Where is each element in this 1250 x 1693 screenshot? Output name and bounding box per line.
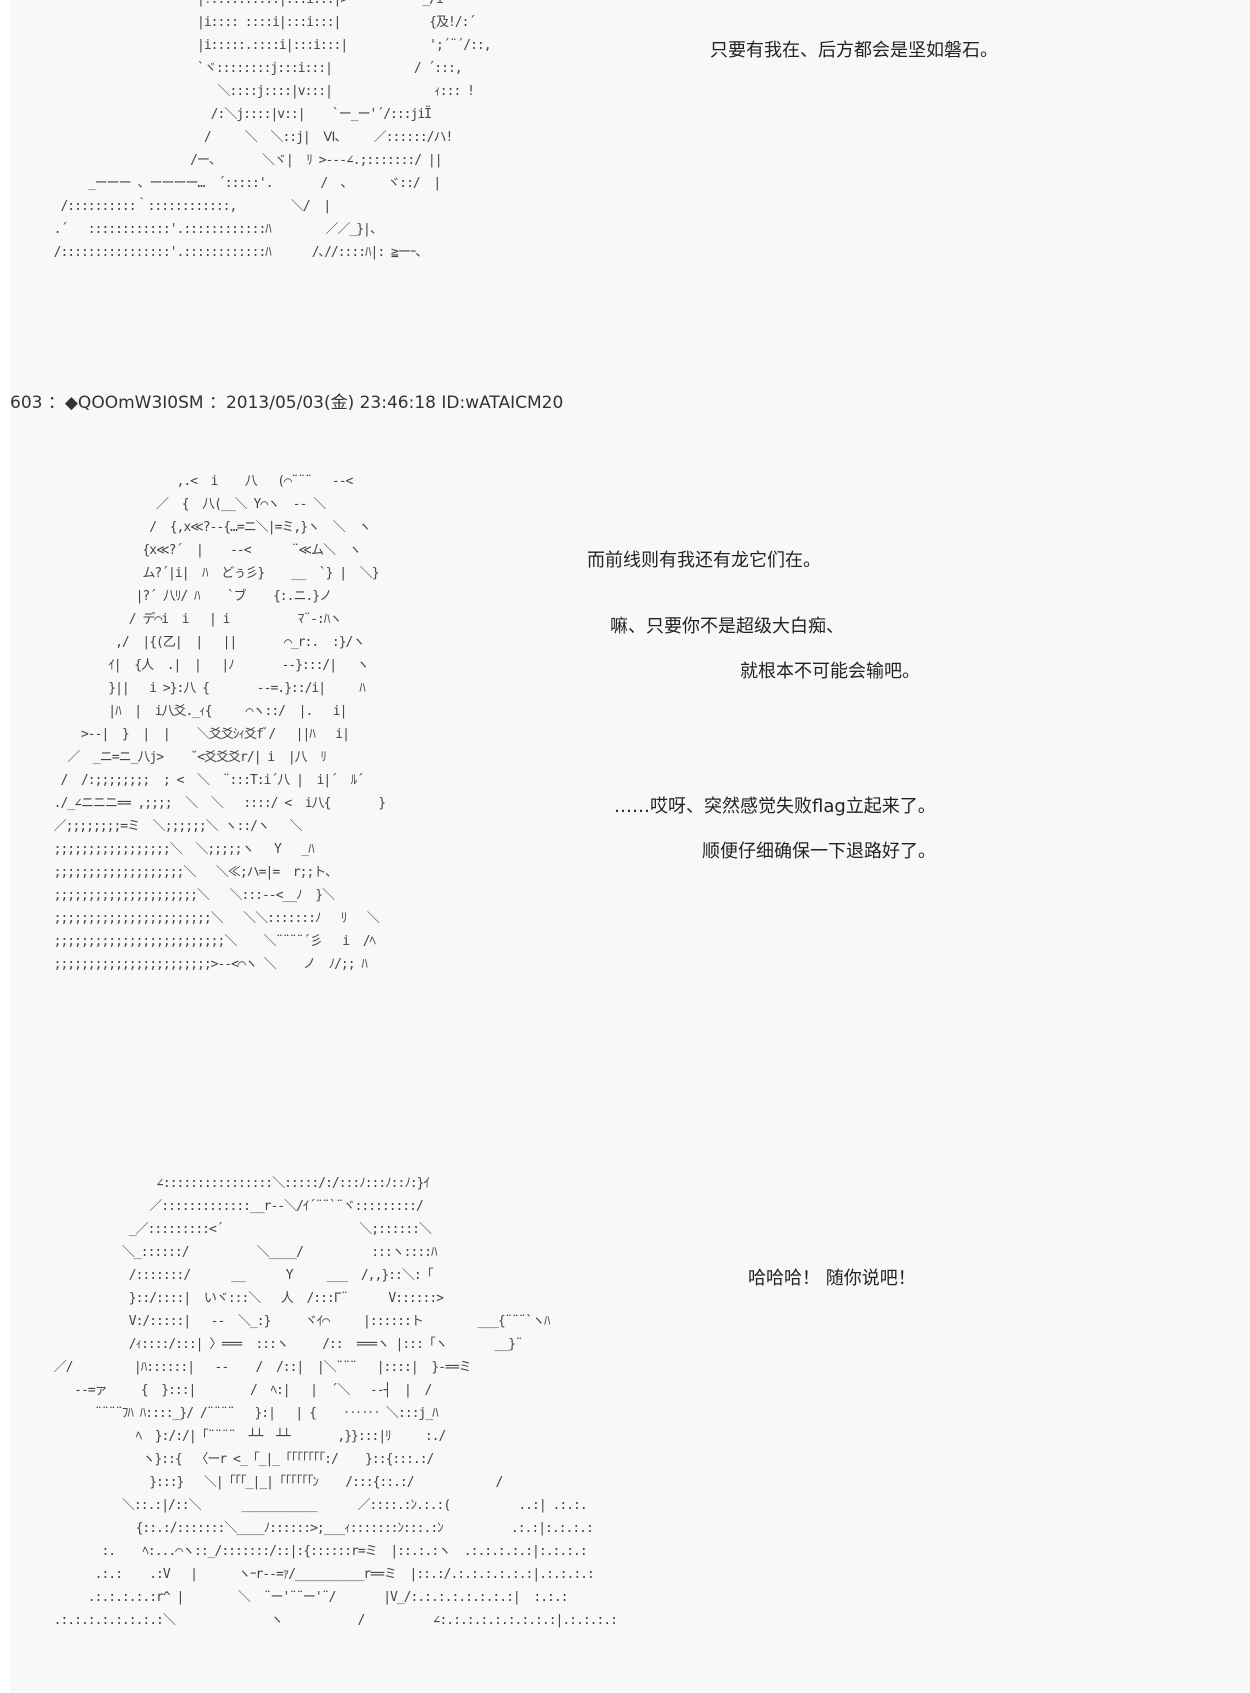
dialogue-line-3: 嘛、只要你不是超级大白痴、 — [610, 616, 844, 637]
ascii-art-top: |!:::::.::::|:::i:::|>- _/i |i:::: ::::i… — [53, 0, 492, 260]
poster-name: ◆QOOmW3I0SM — [64, 393, 204, 413]
dialogue-line-7: 哈哈哈！ 随你说吧！ — [748, 1268, 916, 1289]
post-separator-2: ： — [208, 393, 226, 413]
post-datetime: 2013/05/03(金) 23:46:18 — [225, 393, 436, 413]
ascii-art-bottom: ∠::::::::::::::::＼:::::/:/:::ﾉ:::ﾉ::ﾉ:}ｲ… — [53, 1176, 618, 1628]
post-number: 603 — [10, 393, 43, 413]
post-separator: ： — [47, 393, 65, 413]
dialogue-line-5: ……哎呀、突然感觉失败flag立起来了。 — [614, 796, 936, 817]
dialogue-line-6: 顺便仔细确保一下退路好了。 — [702, 841, 936, 862]
post-header: 603 ：◆QOOmW3I0SM ：2013/05/03(金) 23:46:18… — [10, 388, 563, 413]
dialogue-line-4: 就根本不可能会输吧。 — [740, 661, 920, 682]
dialogue-line-1: 只要有我在、后方都会是坚如磐石。 — [710, 40, 998, 61]
ascii-art-middle: ,.< i 八 (⌒¨¨¨ --< ／ { 八(__＼ Y⌒ヽ -‐ ＼ / {… — [53, 474, 386, 972]
post-id: ID:wATAICM20 — [441, 393, 564, 413]
left-margin — [0, 0, 10, 1693]
dialogue-line-2: 而前线则有我还有龙它们在。 — [587, 550, 821, 571]
